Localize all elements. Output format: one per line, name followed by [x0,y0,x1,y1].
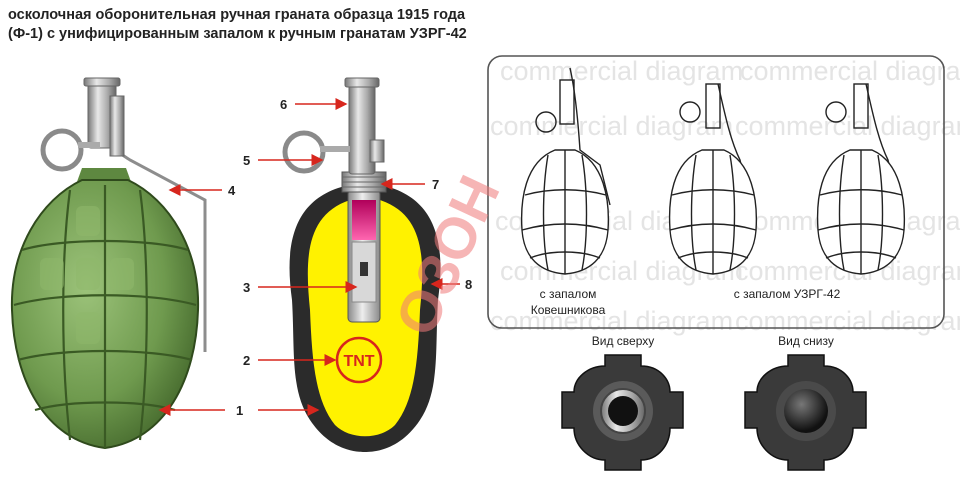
pull-ring [40,128,84,172]
callout-3: 3 [243,280,250,295]
outline-grenade-kovesh [520,67,611,275]
callout-6: 6 [280,97,287,112]
fuse-comparison-panel [487,55,945,329]
callouts [158,98,460,416]
diagram-title: осколочная оборонительная ручная граната… [8,6,467,44]
watermark-text: commercial diagram [490,111,733,141]
caption-kovesh-1: с запалом [540,287,597,301]
grenade-cutaway: TNT [282,77,441,452]
title-line-2: (Ф-1) с унифицированным запалом к ручным… [8,26,467,42]
callout-numbers: 6 5 4 7 3 8 2 1 [228,97,472,418]
callout-4: 4 [228,183,236,198]
outline-grenade-uzrg-1 [668,83,758,275]
title-line-1: осколочная оборонительная ручная граната… [8,7,466,23]
label-bottom-view: Вид снизу [778,334,834,348]
grenade-exterior [10,77,207,450]
watermark-text: commercial diagram [490,306,733,336]
watermark-text: commercial diagram [735,111,960,141]
watermark-text: commercial diagram [500,56,743,86]
tnt-label: TNT [343,353,374,370]
callout-2: 2 [243,353,250,368]
callout-7: 7 [432,177,439,192]
watermark-text: commercial diagram [735,306,960,336]
callout-5: 5 [243,153,250,168]
watermark-text: commercial diagram [740,56,960,86]
outline-grenade-uzrg-2 [816,83,906,275]
bottom-view [744,354,867,471]
callout-1: 1 [236,403,243,418]
pull-ring [282,130,326,174]
callout-8: 8 [465,277,472,292]
detonator-charge [352,200,376,240]
caption-uzrg: с запалом УЗРГ-42 [734,287,841,301]
label-top-view: Вид сверху [592,334,655,348]
top-view [561,354,684,471]
caption-kovesh-2: Ковешникова [531,303,606,317]
tnt-badge [335,336,383,384]
